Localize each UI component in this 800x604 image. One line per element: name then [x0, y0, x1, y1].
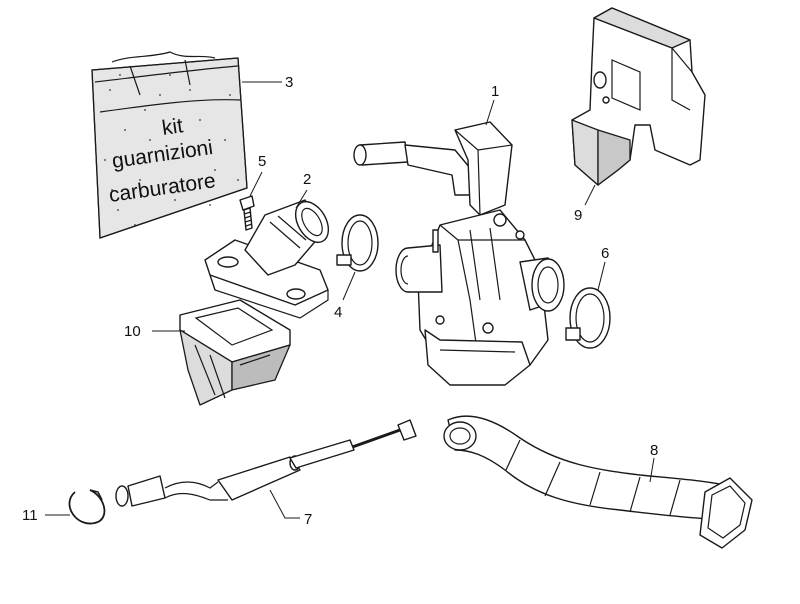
reed-valve	[179, 299, 291, 406]
hose-clamp-right	[565, 287, 611, 349]
intake-hose	[443, 415, 753, 549]
callout-6: 6	[601, 245, 609, 262]
gasket-kit-bag: kit guarnizioni carburatore	[91, 51, 248, 239]
small-clamp	[68, 489, 106, 525]
callout-5: 5	[258, 153, 266, 170]
leader-lines	[45, 81, 655, 519]
choke-cable	[115, 419, 417, 507]
callout-2: 2	[303, 171, 311, 188]
callout-9: 9	[574, 207, 582, 224]
callout-11: 11	[22, 507, 38, 524]
carburetor-cover	[571, 7, 706, 186]
callout-4: 4	[334, 304, 342, 321]
screw	[239, 195, 255, 231]
callout-1: 1	[491, 83, 499, 100]
callout-10: 10	[124, 323, 141, 340]
callout-7: 7	[304, 511, 312, 528]
intake-manifold	[204, 199, 330, 319]
hose-clamp-left	[336, 214, 379, 272]
carburetor	[353, 121, 565, 386]
bag-text-line1: kit	[160, 114, 184, 140]
callout-3: 3	[285, 74, 293, 91]
callout-labels: 1 2 3 4 5 6 7 8 9 10 11	[22, 74, 658, 528]
callout-8: 8	[650, 442, 658, 459]
